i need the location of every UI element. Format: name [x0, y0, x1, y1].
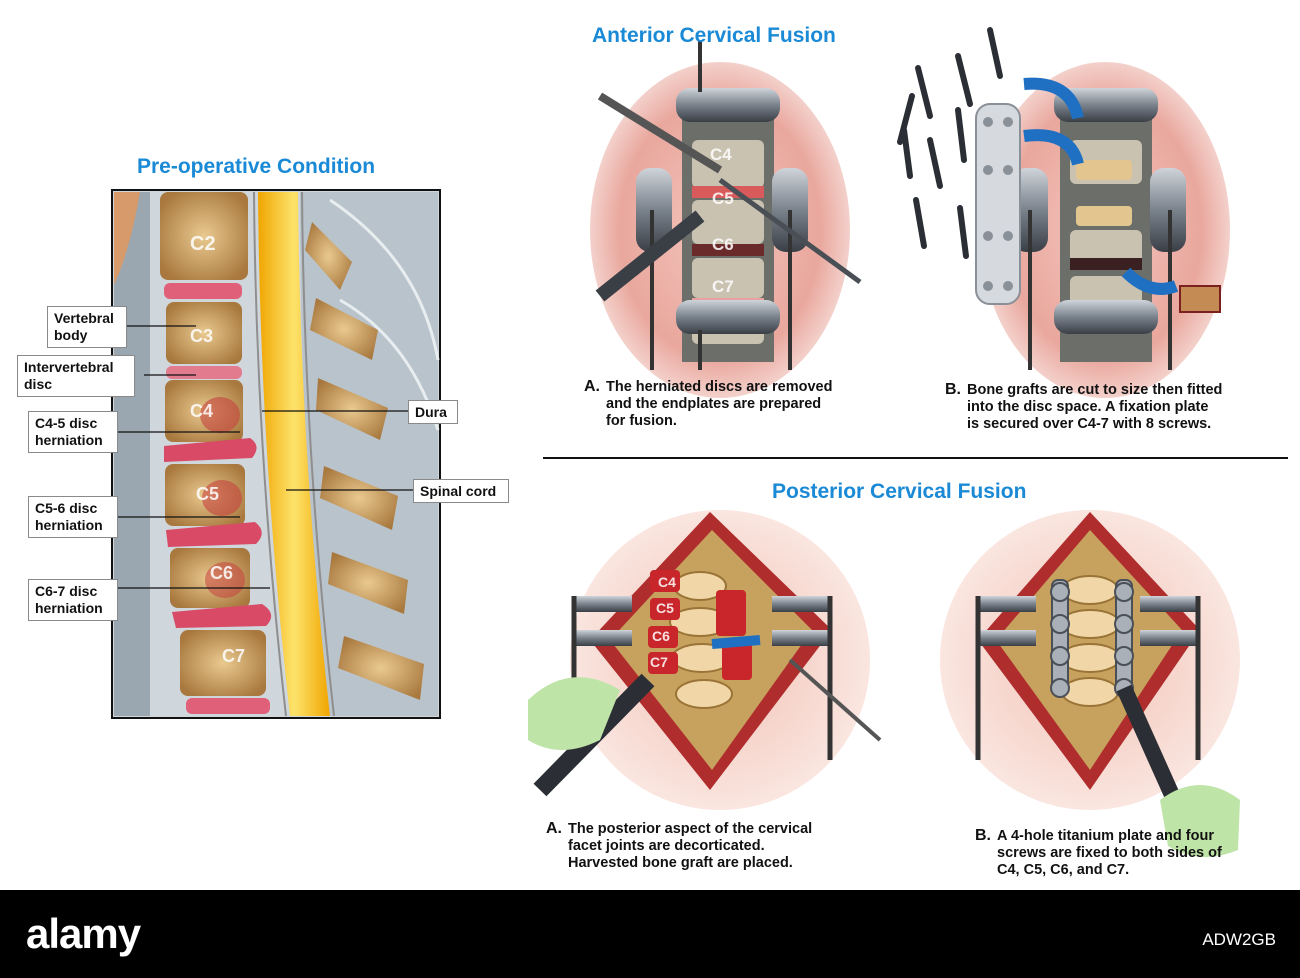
disc-c6-7-herniated	[172, 604, 272, 628]
disc-c5-6-herniated	[166, 522, 262, 547]
caption-text: The herniated discs are removed and the …	[606, 379, 833, 429]
bone-graft	[1076, 160, 1132, 180]
brand-logo: alamy	[26, 910, 141, 957]
caption-letter: B.	[945, 381, 961, 398]
posterior-title: Posterior Cervical Fusion	[772, 480, 1027, 503]
callout-c6-7-herniation: C6-7 disc herniation	[28, 579, 118, 621]
fixation-plate	[975, 103, 1021, 305]
anterior-b-illustration	[897, 27, 1230, 398]
anterior-a-illustration: C4 C5 C6 C7	[590, 40, 862, 398]
posterior-a-illustration: C4 C5 C6 C7	[528, 510, 882, 810]
image-id: ADW2GB	[1202, 930, 1276, 949]
vertebra-c7-body	[180, 630, 266, 696]
post-a-label-c4: C4	[658, 574, 676, 590]
preop-title: Pre-operative Condition	[137, 155, 376, 178]
caption-letter: A.	[584, 378, 600, 395]
posterior-b-illustration	[940, 510, 1240, 858]
spinal-cord	[258, 192, 330, 716]
callout-c4-5-herniation: C4-5 disc herniation	[28, 411, 118, 453]
callout-spinal-cord: Spinal cord	[413, 479, 509, 503]
bone-graft	[1076, 206, 1132, 226]
ant-a-label-c5: C5	[712, 189, 734, 208]
caption-text: Bone grafts are cut to size then fitted …	[967, 382, 1223, 432]
disc-c3-4	[166, 366, 242, 379]
posterior-caption-b: B. A 4-hole titanium plate and four scre…	[975, 827, 1285, 887]
preop-label-c2: C2	[190, 233, 216, 255]
vertebra-c3-body	[166, 302, 242, 364]
anterior-caption-a: A. The herniated discs are removed and t…	[584, 378, 884, 438]
callout-vertebral-body: Vertebral body	[47, 306, 127, 348]
callout-dura: Dura	[408, 400, 458, 424]
caption-text: A 4-hole titanium plate and four screws …	[997, 828, 1222, 878]
caption-text: The posterior aspect of the cervical fac…	[568, 821, 813, 871]
vertebra-c2-body	[160, 192, 248, 280]
dura-line	[253, 191, 287, 717]
preop-label-c5: C5	[196, 484, 219, 504]
posterior-caption-a: A. The posterior aspect of the cervical …	[546, 820, 866, 880]
screwdriver	[1116, 684, 1184, 808]
caption-letter: A.	[546, 820, 562, 837]
anterior-caption-b: B. Bone grafts are cut to size then fitt…	[945, 381, 1265, 441]
preop-label-c6: C6	[210, 563, 233, 583]
screws	[897, 27, 1003, 259]
preop-label-c3: C3	[190, 326, 213, 346]
preop-sagittal-illustration: C2 C3 C4 C5 C6 C7	[111, 189, 441, 719]
disc-c4-5-herniated	[164, 438, 257, 462]
ant-a-label-c4: C4	[710, 145, 732, 164]
caption-letter: B.	[975, 827, 991, 844]
preop-leader-lines	[117, 325, 413, 589]
ant-a-label-c7: C7	[712, 277, 734, 296]
callout-intervertebral-disc: Intervertebral disc	[17, 355, 135, 397]
preop-label-c7: C7	[222, 646, 245, 666]
disc-c2-3	[164, 283, 242, 299]
anterior-title: Anterior Cervical Fusion	[592, 24, 836, 47]
post-a-label-c7: C7	[650, 654, 668, 670]
callout-c5-6-herniation: C5-6 disc herniation	[28, 496, 118, 538]
post-a-label-c5: C5	[656, 600, 674, 616]
preop-label-c4: C4	[190, 401, 213, 421]
ant-a-label-c6: C6	[712, 235, 734, 254]
footer-bar	[0, 890, 1300, 978]
post-a-label-c6: C6	[652, 628, 670, 644]
titanium-plates	[1050, 579, 1134, 698]
